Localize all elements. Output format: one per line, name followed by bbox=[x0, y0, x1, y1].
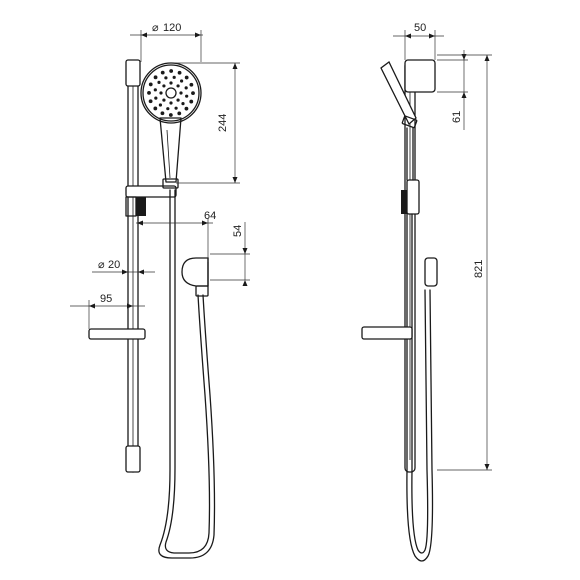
spray-nozzle bbox=[189, 82, 194, 87]
front-handset-handle bbox=[159, 117, 182, 183]
spray-nozzle bbox=[157, 80, 161, 85]
spray-nozzle bbox=[166, 107, 170, 111]
front-soap-shelf bbox=[88, 328, 146, 340]
spray-nozzle bbox=[189, 99, 194, 104]
spray-nozzle bbox=[153, 88, 157, 92]
dimension-lines bbox=[70, 30, 492, 471]
side-slider-holder bbox=[406, 179, 420, 215]
dim-shelf-depth: 95 bbox=[100, 293, 112, 305]
spray-nozzle bbox=[147, 90, 151, 95]
spray-nozzle bbox=[169, 69, 174, 73]
side-soap-shelf bbox=[361, 326, 413, 340]
dim-arm-projection: 64 bbox=[204, 210, 216, 222]
spray-nozzle bbox=[185, 94, 189, 98]
dim-bracket-height: 61 bbox=[451, 111, 463, 123]
front-view bbox=[88, 59, 216, 559]
spray-nozzle bbox=[179, 79, 184, 83]
spray-nozzle bbox=[184, 106, 189, 111]
spray-nozzle bbox=[154, 96, 158, 100]
dim-head-diameter-symbol: ⌀ bbox=[152, 22, 159, 34]
spray-nozzle bbox=[191, 91, 195, 96]
spray-nozzle bbox=[158, 103, 163, 107]
spray-nozzle bbox=[168, 113, 173, 117]
spray-nozzle bbox=[181, 101, 185, 106]
spray-nozzle bbox=[160, 70, 165, 75]
dim-rail-diameter-symbol: ⌀ bbox=[98, 259, 105, 271]
spray-nozzle bbox=[148, 99, 153, 104]
front-shower-head bbox=[140, 62, 202, 124]
dim-head-diameter: 120 bbox=[163, 22, 181, 34]
dimension-labels: ⌀ 120 244 64 54 ⌀ 20 95 50 61 821 bbox=[98, 22, 485, 305]
spray-nozzle bbox=[162, 98, 166, 102]
front-hose bbox=[158, 189, 216, 559]
front-wall-elbow bbox=[181, 257, 209, 297]
spray-nozzle bbox=[177, 111, 182, 116]
dim-rail-length: 821 bbox=[473, 260, 485, 278]
side-hose bbox=[406, 213, 434, 562]
front-slider-holder bbox=[125, 185, 177, 217]
side-view bbox=[361, 59, 438, 562]
dim-elbow-height: 54 bbox=[232, 225, 244, 237]
spray-nozzle bbox=[176, 98, 180, 102]
spray-nozzle bbox=[177, 70, 182, 75]
front-top-bracket bbox=[125, 59, 141, 87]
spray-nozzle bbox=[184, 86, 188, 90]
spray-nozzle bbox=[148, 82, 153, 87]
side-wall-elbow bbox=[424, 257, 438, 287]
front-bottom-bracket bbox=[125, 445, 141, 473]
spray-nozzle bbox=[179, 91, 183, 95]
spray-nozzle bbox=[184, 75, 189, 80]
spray-nozzle bbox=[159, 91, 163, 95]
spray-nozzle bbox=[174, 106, 178, 110]
dim-bracket-depth: 50 bbox=[414, 22, 426, 34]
spray-nozzle bbox=[164, 76, 168, 80]
side-top-bracket bbox=[404, 59, 436, 93]
spray-nozzle bbox=[169, 81, 173, 85]
spray-nozzle bbox=[176, 84, 180, 88]
spray-nozzle bbox=[162, 84, 166, 88]
spray-nozzle bbox=[153, 75, 158, 80]
dim-head-height: 244 bbox=[217, 114, 229, 132]
spray-nozzle bbox=[153, 106, 158, 111]
spray-nozzle bbox=[160, 111, 165, 116]
spray-nozzle bbox=[172, 75, 176, 79]
side-handset bbox=[380, 61, 417, 126]
spray-nozzle bbox=[169, 101, 173, 105]
dim-rail-diameter: 20 bbox=[108, 259, 120, 271]
